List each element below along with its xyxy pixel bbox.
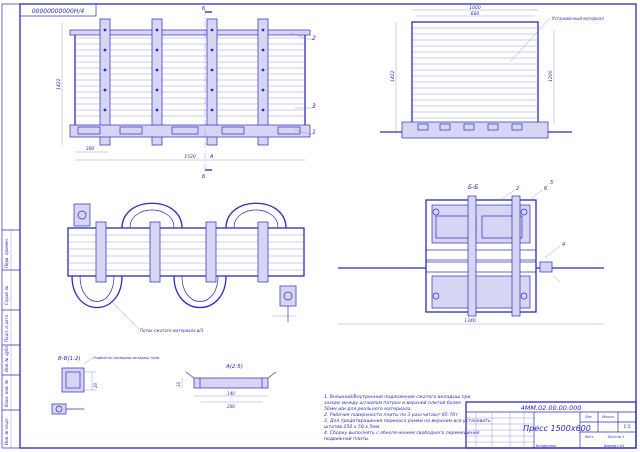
dim-aa-inner: 140	[227, 391, 235, 396]
dim-bb-gap: 10	[176, 381, 181, 387]
dim-plan-width: 1340	[464, 318, 476, 324]
note-line-7: 4. Сборку выполнять с обеспечением свобо…	[324, 430, 480, 436]
side-leader-note: Установочный материал	[552, 16, 604, 21]
top-stamp-box	[19, 3, 97, 17]
tb-lit: Лит.	[584, 415, 593, 419]
left-strip-label-4: Инв. № дубл.	[4, 345, 9, 372]
dim-front-height: 1422	[56, 78, 62, 90]
note-line-2: зазоре между штампом патрон и верхней пл…	[324, 400, 461, 406]
view-mark-a: А	[209, 154, 214, 160]
sheet-border	[19, 3, 637, 449]
side-view	[380, 9, 572, 139]
tb-mass: Масса	[602, 415, 613, 419]
top-stamp: 00000000000Н/4	[32, 8, 85, 15]
view-aa	[181, 371, 277, 403]
left-strip-cells	[2, 229, 20, 448]
drawing-title: Пресс 1500х600	[523, 424, 591, 433]
tb-copied: Копировал	[536, 444, 557, 448]
technical-notes: 1. Внешний/Внутренний подложение сжатого…	[324, 394, 491, 442]
note-line-1: 1. Внешний/Внутренний подложение сжатого…	[324, 394, 471, 400]
bb-leader-note: Подбой по размерам вкладыш п/мм	[93, 356, 160, 360]
left-strip-label-1: Перв. примен.	[4, 238, 9, 268]
dim-side-top: 1000	[469, 5, 481, 11]
plan-leader-note: Поток сжатого материала в/З	[140, 328, 204, 333]
left-strip-label-6: Инв. № подл.	[4, 417, 9, 445]
section-bb-view	[338, 189, 604, 325]
section-bb-small-view	[51, 357, 96, 415]
note-line-5: 3. Для предотвращения перекоса рамки на …	[324, 418, 491, 424]
section-bb-label: Б-Б	[468, 184, 478, 191]
left-strip-label-3: Подп. и дата	[4, 314, 9, 342]
tb-sheets: Листов 1	[607, 435, 625, 439]
callout-6-section: 6	[544, 186, 547, 192]
note-line-3: 50мм и/и для реального материала.	[324, 406, 412, 412]
note-line-4: 2. Рабочие поверхности плиты по 3 рассчи…	[324, 412, 458, 418]
section-mark-b-bottom: Б	[202, 174, 206, 180]
note-line-6: штатив 250 х 50 х 5мм.	[324, 424, 381, 430]
left-strip-label-2: Справ. №	[4, 286, 9, 305]
dim-side-height: 1422	[390, 70, 396, 82]
dim-front-left: 300	[86, 146, 95, 152]
dim-bb-small: 20	[93, 382, 98, 388]
section-bb-small-label: В-В(1:2)	[58, 356, 81, 362]
front-view	[61, 10, 313, 172]
doc-code: 4ММ.02.00.00.000	[521, 404, 582, 412]
callout-2-front: 2	[312, 35, 316, 42]
tb-sheet: Лист	[583, 435, 594, 439]
callout-2-section: 2	[516, 186, 519, 192]
dim-side-inner: 1200	[548, 70, 554, 82]
callout-5-section: 5	[550, 180, 553, 186]
callout-3-front: 3	[312, 103, 316, 110]
callout-1-front: 1	[312, 129, 316, 136]
section-mark-b-top: Б	[202, 6, 206, 12]
tb-format: Формат А1	[604, 444, 624, 448]
callout-4-section: 4	[562, 242, 565, 248]
view-aa-label: А(2:5)	[225, 364, 243, 370]
tb-scale: 1:5	[623, 424, 630, 430]
dim-aa-width: 200	[227, 404, 235, 409]
left-strip-label-5: Взам. инв. №	[4, 380, 9, 407]
dim-front-width: 1520	[184, 154, 196, 160]
plan-view	[67, 202, 305, 331]
note-line-8: подвижной плиты.	[324, 436, 370, 442]
dim-side-top2: 660	[471, 11, 480, 17]
title-block	[465, 401, 637, 449]
